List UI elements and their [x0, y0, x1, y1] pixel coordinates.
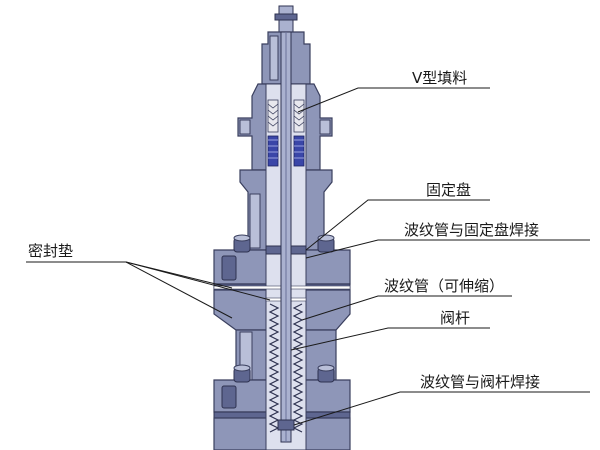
upper-bolts	[221, 234, 335, 281]
label-fixed-disc: 固定盘	[426, 181, 471, 199]
label-seal-gasket: 密封垫	[28, 242, 73, 260]
lower-bolts	[221, 364, 335, 409]
stem-bellows-weld	[277, 419, 295, 431]
bellows-coils	[268, 303, 304, 433]
valve-body	[213, 5, 351, 450]
label-valve-stem: 阀杆	[440, 309, 470, 327]
v-packing-rings	[267, 99, 305, 167]
label-v-packing: V型填料	[412, 69, 467, 87]
label-bellows-weld-fixed-disc: 波纹管与固定盘焊接	[404, 221, 539, 239]
label-bellows: 波纹管（可伸缩）	[384, 277, 504, 295]
label-bellows-weld-stem: 波纹管与阀杆焊接	[420, 373, 540, 391]
leader-lines	[26, 87, 590, 426]
